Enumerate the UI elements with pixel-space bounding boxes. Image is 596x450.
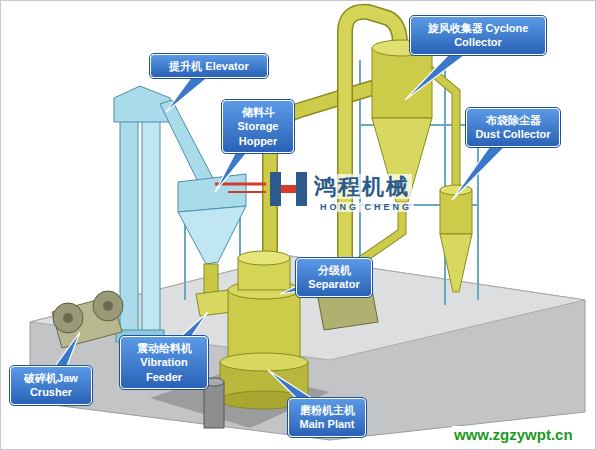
callout-box: 储料斗 Storage Hopper	[222, 100, 294, 153]
watermark: www.zgzywpt.cn	[452, 426, 575, 443]
callout-box: 旋风收集器 Cyclone Collector	[410, 16, 546, 55]
floor-top	[30, 256, 585, 360]
callout-text: 磨粉机主机 Main Plant	[295, 403, 359, 432]
logo-text: 鸿程机械	[312, 174, 412, 199]
callout-text: 提升机 Elevator	[157, 59, 261, 73]
callout-text: 布袋除尘器 Dust Collector	[473, 113, 553, 142]
callout-box: 磨粉机主机 Main Plant	[288, 398, 366, 437]
callout-text: 破碎机Jaw Crusher	[17, 371, 85, 400]
callout-text: 旋风收集器 Cyclone Collector	[417, 21, 539, 50]
logo-text: HONG CHENG	[318, 202, 414, 212]
air-pipes	[270, 12, 456, 300]
callout-box: 布袋除尘器 Dust Collector	[466, 108, 560, 147]
jaw-crusher	[52, 291, 123, 348]
floor	[30, 256, 585, 440]
steel-frame	[185, 60, 478, 305]
callout-text: 分级机 Separator	[303, 263, 365, 292]
callout-text: 储料斗 Storage Hopper	[229, 105, 287, 148]
callout-box: 震动给料机 Vibration Feeder	[120, 336, 208, 389]
main-mill	[220, 251, 308, 409]
dust-collector	[440, 185, 472, 292]
callout-pointers	[44, 29, 519, 423]
callout-text: 震动给料机 Vibration Feeder	[127, 341, 201, 384]
callout-box: 提升机 Elevator	[150, 54, 268, 78]
callout-box: 分级机 Separator	[296, 258, 372, 297]
callout-box: 破碎机Jaw Crusher	[10, 366, 92, 405]
logo-mark	[215, 172, 307, 206]
